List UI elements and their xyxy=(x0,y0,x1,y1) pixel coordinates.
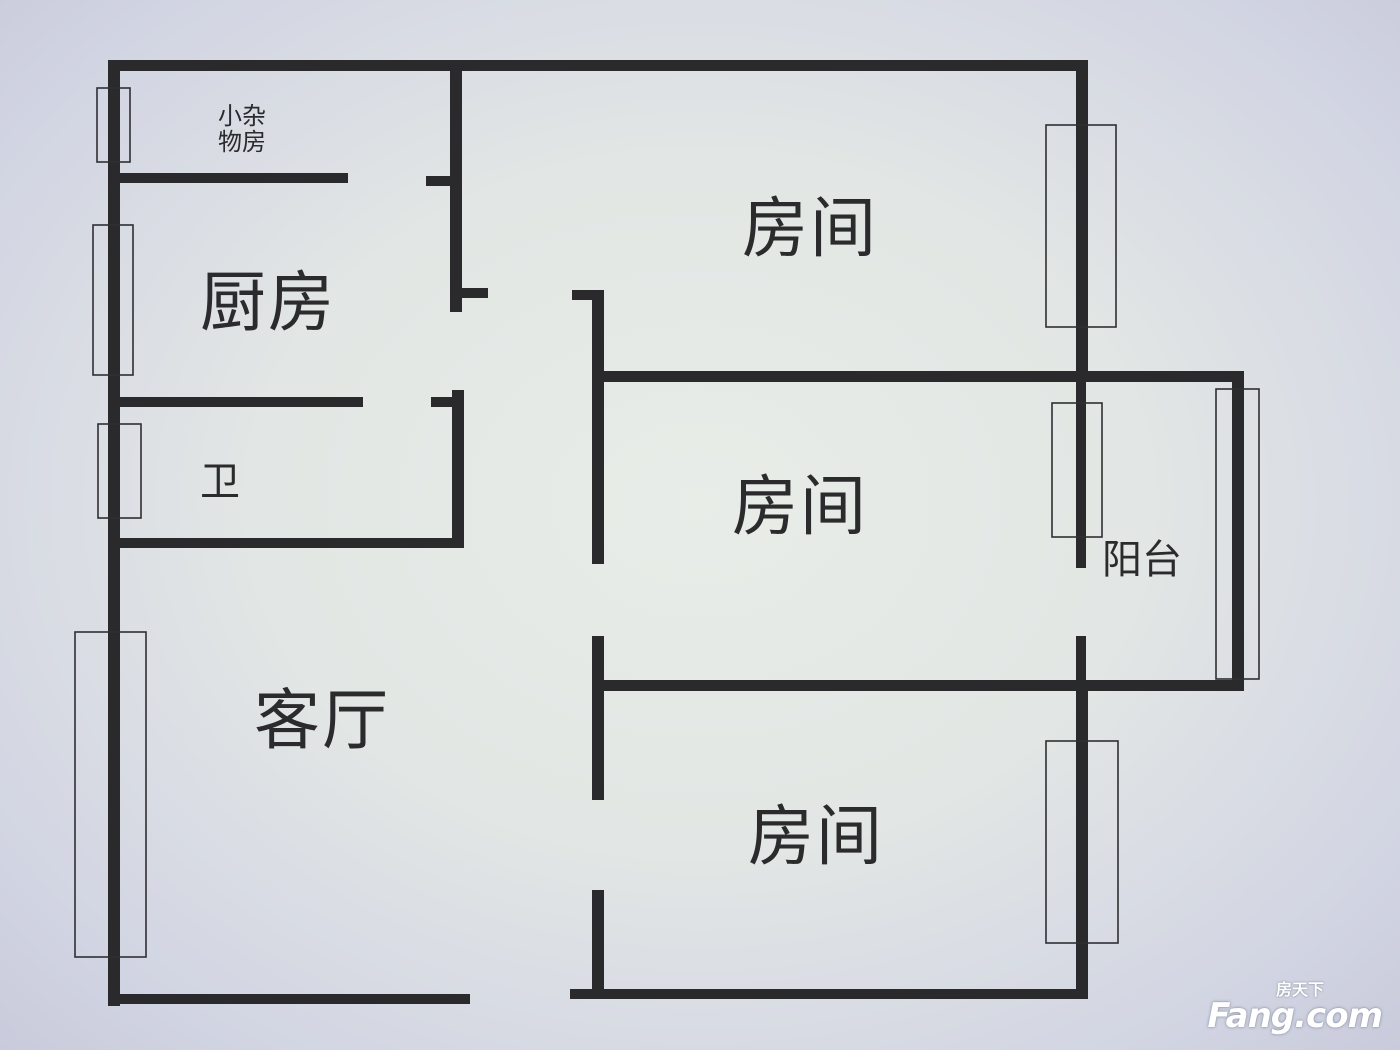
outer-wall-left xyxy=(108,60,120,1006)
bedroom-1-label: 房间 xyxy=(742,190,878,267)
bedroom2-window xyxy=(1051,402,1103,538)
bedroom1-bottom-wall xyxy=(600,371,1243,382)
outer-wall-bottom-right xyxy=(570,989,1088,999)
bedroom-2-label: 房间 xyxy=(732,468,868,545)
bedroom1-door-stub xyxy=(572,290,604,300)
outer-wall-top xyxy=(108,60,1088,71)
bedroom2-bottom-wall xyxy=(600,680,1243,691)
balcony-inner-wall-lower xyxy=(1076,636,1086,688)
watermark-logo-text: Fang.com xyxy=(1207,996,1383,1036)
living-room-window xyxy=(74,631,147,958)
outer-wall-right-upper xyxy=(1076,60,1088,380)
bathroom-window xyxy=(97,423,142,519)
bathroom-label: 卫 xyxy=(200,459,240,505)
balcony-inner-wall-upper xyxy=(1076,376,1086,568)
living-room-label: 客厅 xyxy=(254,682,390,759)
storage-room-label: 小杂 物房 xyxy=(218,103,266,156)
bedroom3-window xyxy=(1045,740,1119,944)
watermark-top-text: 房天下 xyxy=(1275,980,1324,999)
balcony-window xyxy=(1215,388,1260,680)
balcony-right-wall xyxy=(1232,371,1244,691)
outer-wall-bottom-left xyxy=(108,994,470,1004)
bathroom-bottom-wall xyxy=(118,538,464,548)
bathroom-door-stub xyxy=(431,397,463,407)
bedroom-3-label: 房间 xyxy=(748,798,884,875)
kitchen-bottom-wall xyxy=(118,397,363,407)
storage-bottom-wall xyxy=(118,173,348,183)
storage-room-label-line2: 物房 xyxy=(218,128,266,157)
balcony-label: 阳台 xyxy=(1102,537,1182,583)
corridor-wall-middle xyxy=(592,636,604,800)
storage-right-wall xyxy=(450,66,462,312)
kitchen-window xyxy=(92,224,134,376)
corridor-wall-lower xyxy=(592,890,604,998)
storage-door-stub xyxy=(426,176,462,186)
kitchen-label: 厨房 xyxy=(200,264,336,341)
outer-wall-right-lower xyxy=(1076,680,1088,999)
kitchen-door-stub xyxy=(450,288,488,298)
corridor-wall-upper xyxy=(592,290,604,564)
watermark: 房天下 Fang.com xyxy=(1202,976,1383,1036)
storage-window xyxy=(96,87,131,163)
bathroom-right-wall xyxy=(452,390,464,548)
storage-room-label-line1: 小杂 xyxy=(218,102,266,130)
bedroom1-window xyxy=(1045,124,1117,328)
